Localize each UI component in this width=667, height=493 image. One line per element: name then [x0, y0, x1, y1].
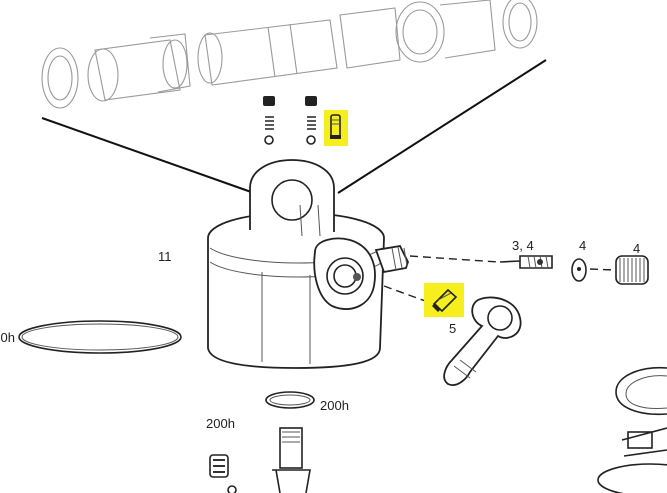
centerline-cap	[589, 268, 615, 271]
callout-part-bottom: 200h	[206, 416, 235, 431]
highlight-box-top	[324, 110, 348, 146]
callout-washer: 4	[579, 238, 586, 253]
centerline-cartridge	[383, 285, 429, 303]
callout-seal-left: 200h	[0, 330, 15, 345]
highlighted-cartridge-top	[324, 110, 348, 146]
washer-part	[571, 258, 587, 282]
seal-ring-left	[18, 320, 182, 354]
centerline-outlet	[409, 255, 499, 263]
valve-part	[499, 255, 553, 269]
highlight-box-middle	[424, 283, 464, 317]
callout-handle: 5	[449, 321, 456, 336]
handle-part	[443, 296, 522, 386]
callout-seal-bottom: 200h	[320, 398, 349, 413]
cap-part	[615, 255, 649, 285]
bottom-parts	[209, 427, 311, 493]
highlighted-cartridge-middle	[424, 283, 464, 317]
callout-housing: 11	[158, 249, 172, 264]
callout-valve: 3, 4	[512, 238, 534, 253]
check-valve-parts	[263, 96, 317, 145]
leader-line-left	[41, 117, 255, 194]
hose-coil	[597, 366, 667, 493]
leader-line-right	[337, 59, 547, 194]
callout-cap: 4	[633, 241, 640, 256]
pump-housing	[207, 159, 409, 369]
ghost-pipe-assembly	[41, 0, 538, 109]
seal-ring-bottom	[265, 391, 315, 409]
